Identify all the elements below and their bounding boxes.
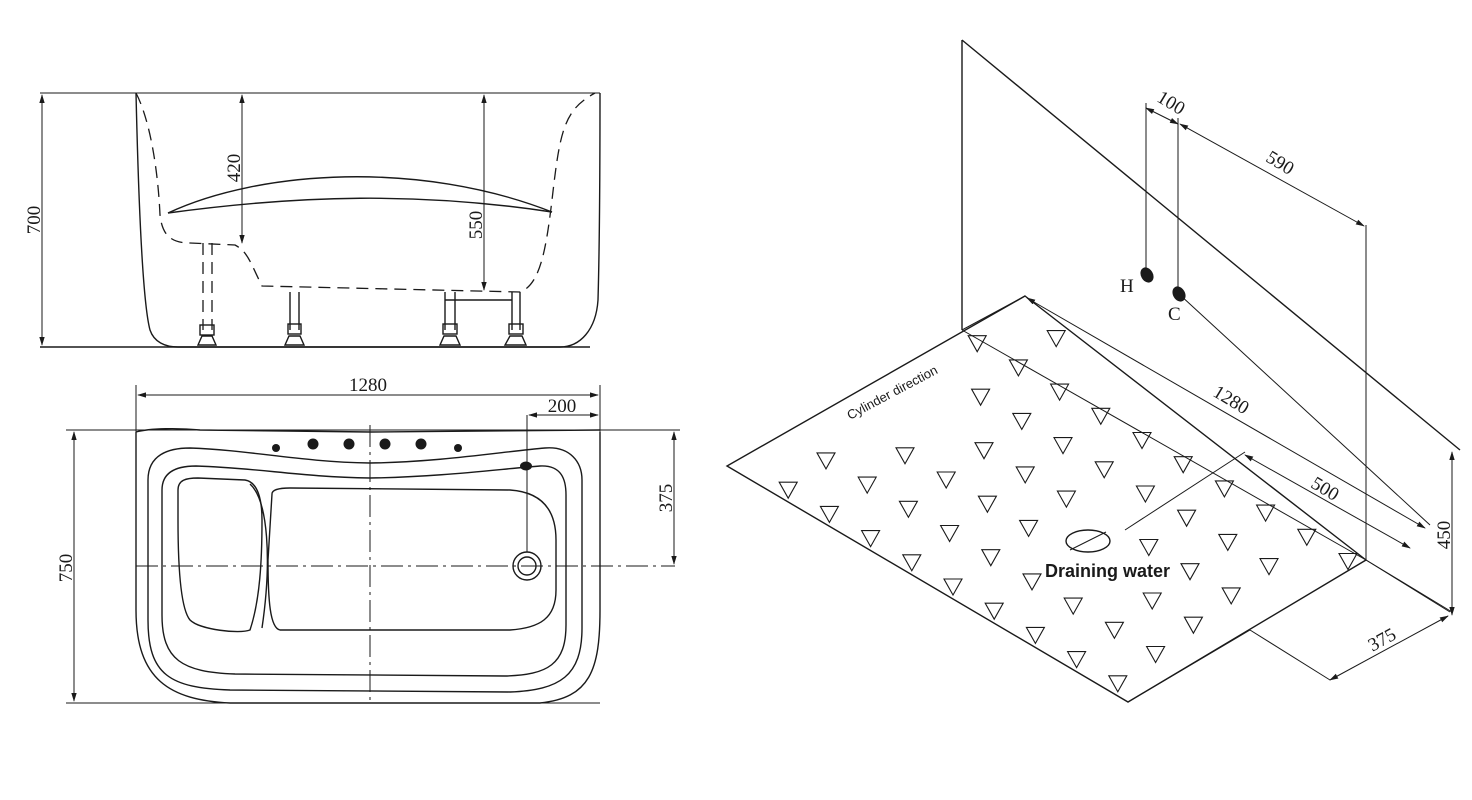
pipe-spacing-dimension-line [1145,107,1179,125]
floor-triangle-mark [980,549,1001,567]
floor-triangle-mark [901,554,922,572]
floor-triangle-mark [1176,509,1197,528]
floor-triangle-mark [860,530,881,548]
floor-pattern [778,330,1358,693]
floor-triangle-mark [967,335,988,353]
floor-triangle-mark [819,505,840,524]
floor-triangle-mark [1022,573,1042,592]
floor-triangle-mark [1015,466,1036,485]
jet-icon [454,444,462,452]
floor-triangle-mark [1104,621,1125,640]
draining-water-label: Draining water [1045,561,1170,581]
plan-view: 1280 200 750 375 [56,375,680,704]
floor-triangle-mark [974,442,994,460]
floor-triangle-mark [1049,383,1070,402]
floor-triangle-mark [1214,480,1235,499]
floor-triangle-mark [1296,528,1317,547]
floor-triangle-mark [857,476,878,495]
floor-triangle-mark [1259,558,1279,576]
floor-triangle-mark [1217,533,1238,552]
floor-triangle-mark [939,524,960,543]
floor-triangle-mark [1063,597,1084,616]
jet-icon [343,438,355,450]
floor-triangle-mark [1145,645,1166,664]
floor-triangle-mark [1255,504,1276,523]
floor-triangle-mark [984,602,1005,621]
floor-triangle-mark [895,447,915,465]
floor-triangle-mark [898,500,919,519]
floor-triangle-mark [1046,330,1067,348]
floor-triangle-mark [936,471,957,490]
drain-to-wall-label: 500 [1307,473,1342,506]
pipe-offset-dimension-line [1179,123,1365,227]
floor-triangle-mark [1173,456,1194,474]
floor-triangle-mark [1132,431,1152,450]
pipe-offset-label: 590 [1262,147,1297,180]
bathtub-leg [503,292,528,346]
cold-pipe-label: C [1168,304,1181,325]
floor-drain-icon [1065,529,1111,553]
pipe-height-label: 450 [1434,521,1455,550]
drain-side-offset-label: 375 [656,484,677,513]
floor-triangle-mark [1008,359,1029,378]
floor-triangle-mark [1142,592,1163,611]
bathtub-leg [283,292,306,346]
bathtub-leg [196,243,218,346]
floor-triangle-mark [1107,675,1128,693]
length-dimension-label: 1280 [349,375,387,396]
floor-triangle-mark [970,388,991,407]
seat-height-label: 550 [466,211,487,240]
floor-triangle-mark [1053,437,1073,455]
floor-triangle-mark [1090,407,1111,426]
floor-triangle-mark [1011,412,1032,431]
drain-width-label: 375 [1365,624,1400,656]
floor-length-label: 1280 [1209,381,1252,419]
floor-triangle-mark [1025,626,1046,645]
floor-triangle-mark [1221,587,1242,606]
floor-triangle-mark [1135,485,1156,504]
hot-pipe-label: H [1120,276,1134,297]
bathtub-leg [438,292,512,346]
jet-icon [415,438,427,450]
floor-triangle-mark [1018,519,1039,538]
jet-icon [272,444,280,452]
floor-triangle-mark [1183,616,1204,635]
width-dimension-label: 750 [56,554,77,583]
floor-triangle-mark [1056,490,1077,509]
floor-triangle-mark [977,495,998,514]
overflow-icon [520,461,532,471]
floor-triangle-mark [1066,651,1087,669]
floor-triangle-mark [816,452,836,471]
floor-triangle-mark [778,481,799,500]
floor-triangle-mark [1338,552,1358,571]
floor-triangle-mark [1094,461,1115,479]
jet-icon [307,438,319,450]
side-elevation-view: 700 420 550 [24,92,601,348]
floor-triangle-mark [1180,563,1200,581]
height-dimension-label: 700 [24,206,45,235]
hot-pipe-icon [1140,267,1154,283]
installation-isometric-view: 100 590 H C 1280 500 450 375 Draining wa… [725,39,1461,703]
floor-triangle-mark [943,578,963,597]
drain-to-wall-dimension-line [1244,454,1411,549]
headrest-height-label: 420 [224,154,245,183]
floor-triangle-mark [1138,538,1159,557]
jet-icon [379,438,391,450]
drain-width-dimension-line [1329,615,1449,681]
drain-end-offset-label: 200 [548,396,577,417]
